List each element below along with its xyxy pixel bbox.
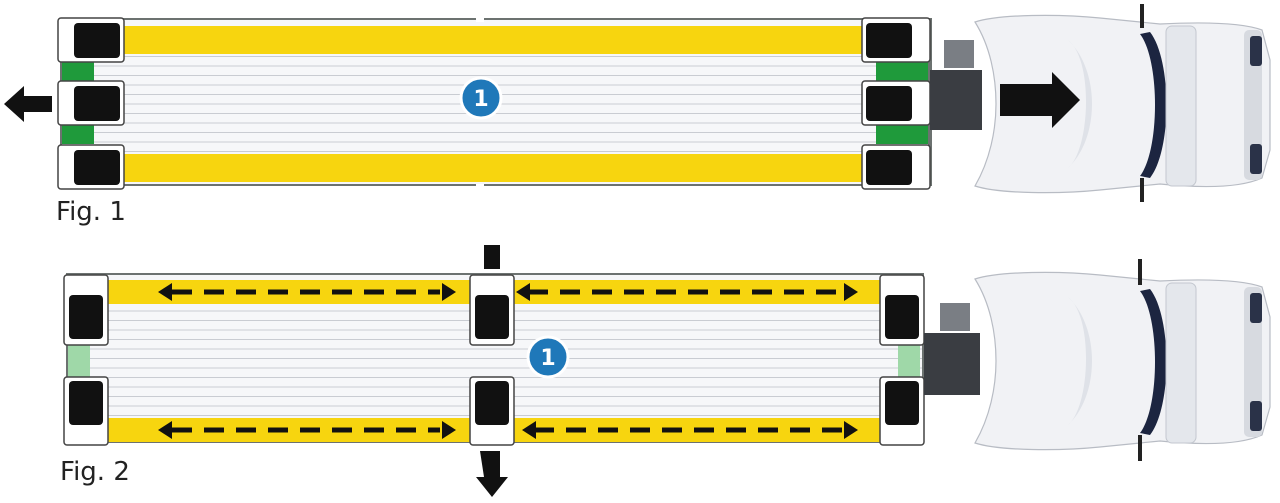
truck-cab-icon (924, 259, 1271, 461)
mount-block (469, 274, 515, 346)
mount-block (861, 17, 931, 63)
arrow-up-icon (484, 245, 500, 269)
yellow-band-top (122, 26, 864, 54)
mount-block (879, 274, 925, 346)
figure-2-drawing: 1 (63, 245, 1271, 497)
mount-block (879, 376, 925, 446)
mount-block (469, 376, 515, 446)
arrow-right-icon (1000, 72, 1080, 128)
callout-badge: 1 (526, 335, 570, 379)
callout-number: 1 (540, 346, 555, 371)
figure-label: Fig. 2 (60, 457, 130, 487)
mount-block (861, 80, 931, 126)
mount-block (861, 144, 931, 190)
callout-badge: 1 (459, 76, 503, 120)
figure-2: 1 Fig. 2 (0, 245, 1280, 503)
green-pad-right (898, 343, 920, 377)
mount-block (63, 376, 109, 446)
yellow-band-bottom (122, 154, 864, 182)
truck-cab-icon (930, 4, 1271, 202)
mount-block (57, 80, 125, 126)
arrow-down-icon (476, 451, 508, 497)
figure-1-drawing: 1 (4, 4, 1271, 202)
figure-1: 1 Fig. 1 (0, 0, 1280, 240)
green-pad-left (68, 343, 90, 377)
arrow-head-group (158, 283, 858, 439)
mount-block (57, 17, 125, 63)
callout-number: 1 (473, 87, 488, 112)
double-arrow-dashed-icon (172, 289, 846, 433)
mount-block (63, 274, 109, 346)
figure-label: Fig. 1 (56, 197, 126, 227)
arrow-left-icon (4, 86, 52, 122)
mount-block (57, 144, 125, 190)
